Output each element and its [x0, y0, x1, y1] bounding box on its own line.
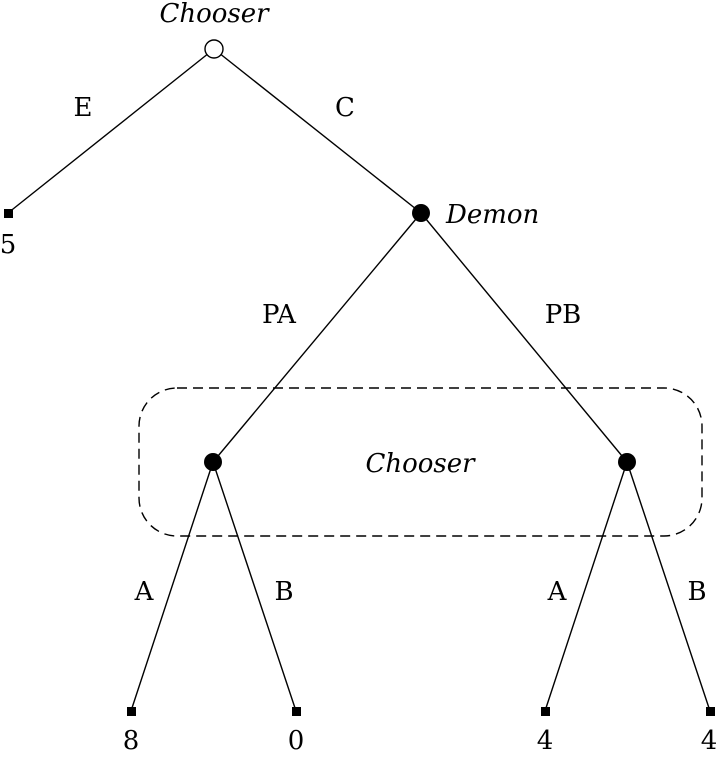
edge-label-c: C: [335, 93, 355, 123]
chooser-left-node: [204, 453, 222, 471]
information-set-label: Chooser: [365, 449, 476, 479]
payoff-right-b: 4: [701, 726, 718, 752]
information-set-box: [138, 387, 703, 537]
terminal-right-a: [541, 707, 550, 716]
edge-left-a: [130, 461, 214, 712]
edge-label-pb: PB: [545, 300, 582, 330]
terminal-left-a: [127, 707, 136, 716]
edge-demon-right: [420, 212, 628, 463]
chooser-right-node: [618, 453, 636, 471]
edge-demon-left: [212, 212, 422, 463]
payoff-right-a: 4: [537, 726, 554, 752]
root-node-label: Chooser: [159, 0, 270, 29]
edge-right-a: [544, 461, 628, 712]
terminal-right-b: [706, 707, 715, 716]
payoff-left-a: 8: [123, 726, 140, 752]
edge-right-b: [626, 461, 711, 712]
payoff-exit: 5: [0, 230, 16, 260]
edge-root-demon: [213, 48, 422, 214]
demon-node-label: Demon: [445, 200, 539, 230]
edge-label-right-b: B: [687, 577, 706, 607]
root-node: [204, 39, 224, 59]
terminal-left-b: [292, 707, 301, 716]
terminal-exit: [4, 209, 13, 218]
edge-left-b: [212, 461, 297, 712]
edge-label-pa: PA: [262, 300, 297, 330]
edge-label-e: E: [74, 93, 93, 123]
payoff-left-b: 0: [288, 726, 305, 752]
edge-label-left-b: B: [274, 577, 293, 607]
edge-root-exit: [7, 48, 215, 214]
edge-label-left-a: A: [134, 577, 155, 607]
demon-node: [412, 204, 430, 222]
edge-label-right-a: A: [547, 577, 568, 607]
